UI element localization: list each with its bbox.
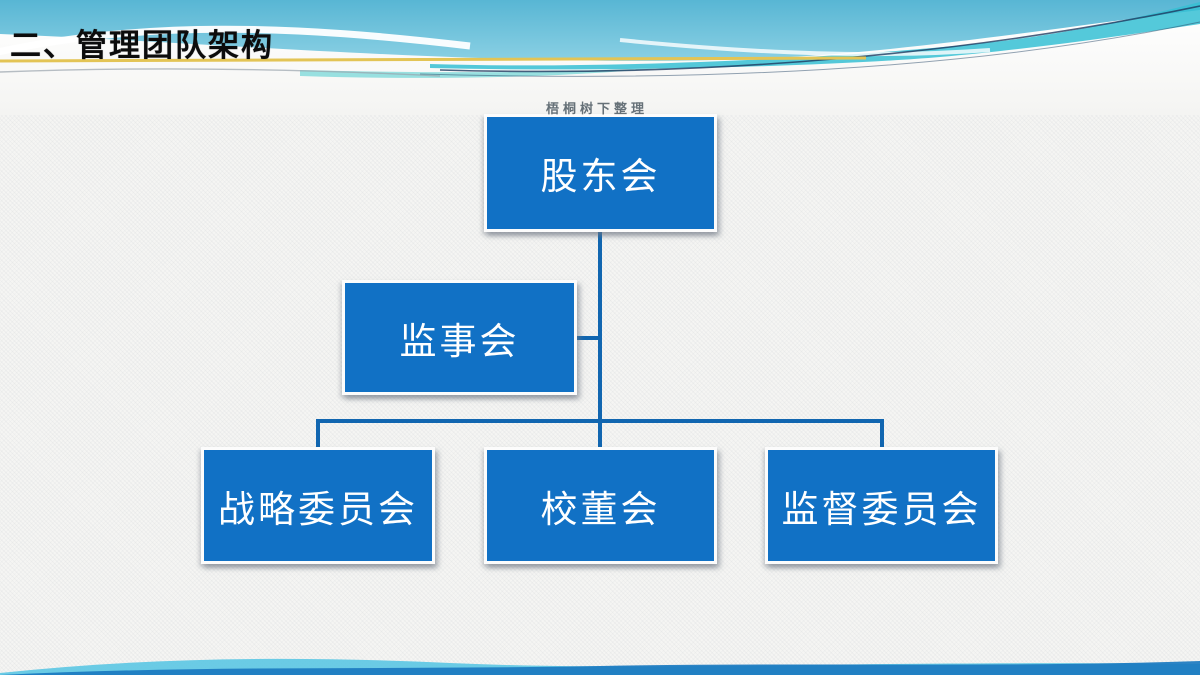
header-teal-swoosh xyxy=(300,68,660,78)
header-white-hill xyxy=(0,10,1200,115)
org-box-label: 战略委员会 xyxy=(218,489,418,531)
footer-wave-decoration xyxy=(0,658,1200,675)
org-box-label: 监督委员会 xyxy=(781,489,982,531)
header-cyan-swoosh xyxy=(430,2,1200,70)
title-gold-underline xyxy=(0,56,867,63)
title-gray-curve xyxy=(0,68,441,77)
org-box-label: 校董会 xyxy=(540,489,661,531)
org-box-school-board: 校董会 xyxy=(484,447,717,564)
header-white-swoosh xyxy=(0,25,471,56)
org-box-shareholders: 股东会 xyxy=(484,114,717,232)
slide-title: 二、管理团队架构 xyxy=(10,28,274,63)
header-wave-decoration xyxy=(0,0,1200,115)
org-box-supervisory-board: 监事会 xyxy=(342,280,577,395)
watermark-text: 梧桐树下整理 xyxy=(546,101,649,116)
org-box-strategy-committee: 战略委员会 xyxy=(201,447,435,564)
header-white-swoosh-thin xyxy=(619,38,991,57)
connector-bottom-bus xyxy=(316,419,884,450)
org-box-label: 股东会 xyxy=(540,157,661,198)
header-dark-line-2 xyxy=(419,21,1200,77)
org-box-oversight-committee: 监督委员会 xyxy=(765,447,998,564)
org-box-label: 监事会 xyxy=(399,321,520,363)
footer-blue-wave xyxy=(0,661,1200,675)
